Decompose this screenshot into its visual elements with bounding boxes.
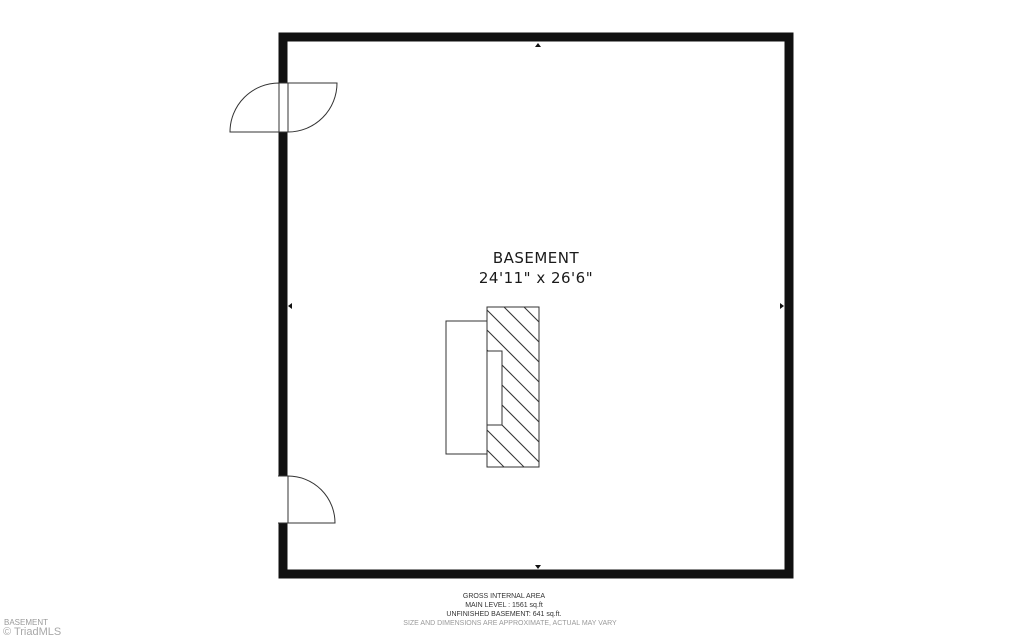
arrow-marker-left <box>288 303 292 309</box>
door-bottom-left <box>278 475 336 524</box>
arrow-marker-top <box>535 43 541 47</box>
room-name: BASEMENT <box>493 249 580 267</box>
staircase <box>486 306 540 468</box>
stair-landing <box>486 350 503 426</box>
arrow-marker-right <box>780 303 784 309</box>
outer-wall <box>278 32 794 579</box>
area-main-level: MAIN LEVEL : 1561 sq.ft <box>465 602 543 609</box>
floor-level-label: BASEMENT <box>4 618 48 627</box>
brand-watermark: © TriadMLS <box>3 626 61 638</box>
door-top-left <box>229 82 338 133</box>
area-heading: GROSS INTERNAL AREA <box>463 593 546 600</box>
room-dimensions: 24'11" x 26'6" <box>479 269 593 287</box>
area-unfinished-basement: UNFINISHED BASEMENT: 641 sq.ft. <box>446 611 561 618</box>
storage-fixture <box>445 320 488 455</box>
area-disclaimer: SIZE AND DIMENSIONS ARE APPROXIMATE, ACT… <box>403 620 617 627</box>
arrow-marker-bottom <box>535 565 541 569</box>
dimension-markers <box>288 43 784 569</box>
